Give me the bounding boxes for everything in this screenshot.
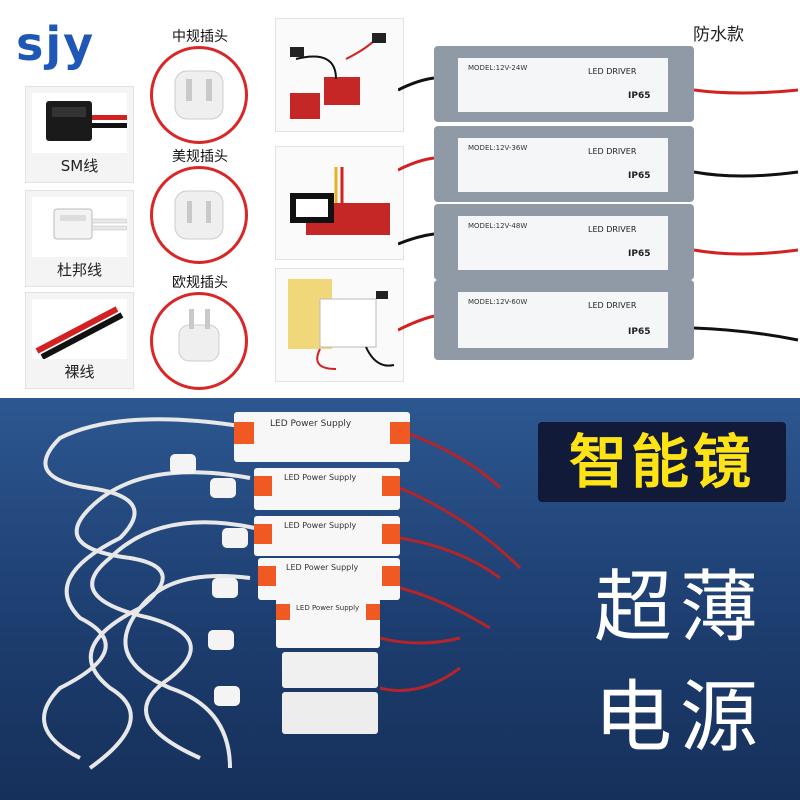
power-supply-4: LED Power Supply: [258, 558, 400, 600]
driver-name: LED DRIVER: [588, 67, 637, 76]
led-driver-60w: MODEL:12V-60W LED DRIVER IP65: [398, 280, 799, 360]
plug-label-cn: 中规插头: [172, 29, 228, 45]
led-driver-group: MODEL:12V-24W LED DRIVER IP65 MODEL:12V-…: [398, 46, 799, 360]
supply-title: LED Power Supply: [284, 473, 356, 482]
driver-name: LED DRIVER: [588, 301, 637, 310]
bare-wire-image: [32, 299, 127, 360]
headline-badge: 智能镜: [538, 422, 786, 502]
cable-card-dupont: 杜邦线: [25, 190, 134, 287]
touch-module-thumbnail: [275, 146, 404, 260]
driver-rating: IP65: [628, 91, 650, 101]
supply-title: LED Power Supply: [296, 604, 359, 612]
headline-power-supply: 电源: [593, 673, 766, 763]
headline-ultra-thin: 超薄: [593, 563, 766, 653]
waterproof-label: 防水款: [693, 25, 744, 45]
supply-title: LED Power Supply: [284, 521, 356, 530]
cable-label: SM线: [60, 157, 99, 175]
led-driver-48w: MODEL:12V-48W LED DRIVER IP65: [398, 204, 799, 280]
driver-name: LED DRIVER: [588, 225, 637, 234]
cable-card-bare: 裸线: [25, 292, 134, 389]
sensor-switch-thumbnail: [275, 18, 404, 132]
driver-rating: IP65: [628, 249, 650, 259]
sm-connector-image: [32, 93, 127, 153]
brand-logo: sjy: [16, 17, 96, 71]
plug-label-us: 美规插头: [172, 149, 228, 165]
top-panel: sjy SM线 杜邦线: [0, 0, 800, 398]
dupont-connector-image: [32, 197, 128, 257]
cable-card-sm: SM线: [25, 86, 134, 183]
power-supply-1: LED Power Supply: [234, 412, 410, 462]
driver-model: MODEL:12V-24W: [468, 64, 527, 72]
cable-label: 裸线: [64, 363, 95, 381]
driver-rating: IP65: [628, 327, 650, 337]
headline-smart-mirror: 智能镜: [568, 428, 755, 496]
power-supply-5: LED Power Supply: [276, 598, 380, 648]
driver-model: MODEL:12V-60W: [468, 298, 527, 306]
driver-model: MODEL:12V-48W: [468, 222, 527, 230]
driver-rating: IP65: [628, 171, 650, 181]
plug-label-eu: 欧规插头: [172, 275, 228, 291]
cn-plug-icon: [150, 46, 248, 144]
power-supply-group: LED Power Supply LED Power Supply LED Po…: [42, 412, 522, 770]
power-supply-3: LED Power Supply: [254, 516, 400, 556]
us-plug-icon: [150, 166, 248, 264]
cable-label: 杜邦线: [56, 261, 102, 279]
supply-title: LED Power Supply: [270, 419, 352, 429]
adapter-box-2: [282, 692, 378, 734]
adapter-box-1: [282, 652, 378, 688]
eu-plug-icon: [150, 292, 248, 390]
led-driver-36w: MODEL:12V-36W LED DRIVER IP65: [398, 126, 799, 202]
driver-name: LED DRIVER: [588, 147, 637, 156]
driver-model: MODEL:12V-36W: [468, 144, 527, 152]
power-supply-2: LED Power Supply: [254, 468, 400, 510]
supply-title: LED Power Supply: [286, 563, 358, 572]
led-driver-24w: MODEL:12V-24W LED DRIVER IP65: [398, 46, 799, 122]
controller-thumbnail: [275, 268, 404, 382]
